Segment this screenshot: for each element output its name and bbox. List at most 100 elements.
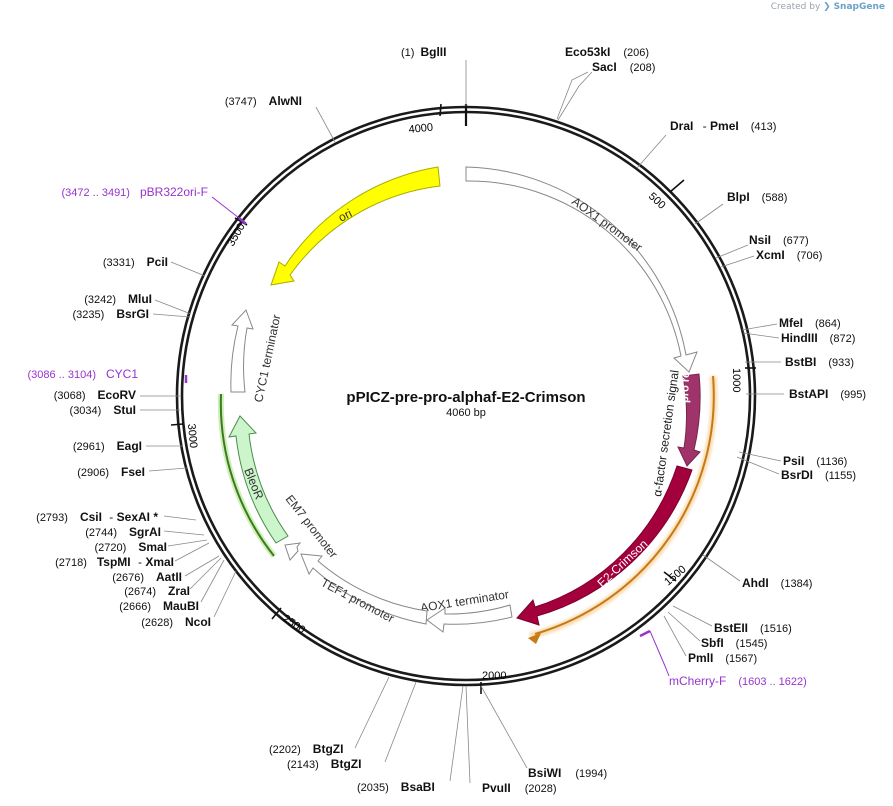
site-label-csii-sexai[interactable]: (2793)CsiI - SexAI * (36, 510, 158, 524)
site-pos: (2202) (269, 744, 301, 756)
site-label-bsiwi[interactable]: BsiWI(1994) (528, 766, 607, 780)
site-pos: (1384) (781, 578, 813, 590)
site-label-pvuii[interactable]: PvuII(2028) (482, 781, 556, 795)
tick-500 (669, 179, 685, 193)
snapgene-credit: Created by ❯ SnapGene (771, 2, 885, 12)
primer-label-mcherry-f[interactable]: mCherry-F(1603 .. 1622) (669, 674, 807, 688)
feature-cyc1-terminator[interactable] (230, 309, 254, 393)
site-enzyme: BsaBI (401, 780, 435, 794)
bleor-orf-line (219, 393, 275, 557)
site-label-stui[interactable]: (3034)StuI (70, 403, 136, 417)
site-label-saci[interactable]: SacI(208) (592, 60, 655, 74)
site-pos: (933) (828, 357, 854, 369)
leader-pmli (663, 615, 687, 657)
site-label-aatii[interactable]: (2676)AatII (112, 570, 182, 584)
site-enzyme: EagI (117, 439, 142, 453)
leader-aatii (184, 555, 220, 577)
feature-pro-region[interactable] (677, 373, 701, 467)
site-enzyme: HindIII (781, 331, 818, 345)
site-enzyme: PsiI (783, 454, 804, 468)
site-label-tspmi-xmai[interactable]: (2718)TspMI - XmaI (55, 555, 174, 569)
site-label-bstapi[interactable]: BstAPI(995) (789, 387, 866, 401)
site-label-nsii[interactable]: NsiI(677) (749, 233, 809, 247)
primer-leader-mcherry (649, 630, 670, 677)
site-pos: (3235) (73, 309, 105, 321)
feature-e2-crimson[interactable] (516, 465, 693, 626)
feature-label-ori: ori (336, 206, 354, 225)
site-enzyme: AhdI (742, 576, 769, 590)
site-pos: (1567) (725, 653, 757, 665)
feature-tef1-promoter[interactable] (300, 553, 428, 625)
site-label-sbfi[interactable]: SbfI(1545) (701, 636, 767, 650)
tick-label-4000: 4000 (408, 121, 434, 135)
site-label-bglii[interactable]: (1)BglII (401, 45, 446, 59)
site-enzyme: PmlI (688, 651, 713, 665)
site-label-eco53ki[interactable]: Eco53kI (206) (565, 45, 649, 59)
site-enzyme: Eco53kI (565, 45, 610, 59)
feature-em7-promoter[interactable] (284, 542, 302, 561)
site-pos: (1136) (816, 456, 847, 468)
primer-label-cyc1[interactable]: (3086 .. 3104)CYC1 (27, 367, 138, 381)
site-label-pcii[interactable]: (3331)PciI (103, 255, 168, 269)
orf-arc-line (534, 375, 715, 635)
site-label-bsrgi[interactable]: (3235)BsrGI (73, 307, 149, 321)
primer-markers (184, 196, 670, 677)
site-label-bsrdi[interactable]: BsrDI(1155) (781, 468, 856, 482)
leader-mlui (154, 299, 192, 315)
site-pos: (1) (401, 47, 414, 59)
site-enzyme: BsrDI (781, 468, 813, 482)
site-label-alwni[interactable]: (3747)AlwNI (225, 94, 302, 108)
site-label-ncoi[interactable]: (2628)NcoI (141, 615, 211, 629)
site-label-xcmi[interactable]: XcmI(706) (756, 248, 822, 262)
site-label-sgrai[interactable]: (2744)SgrAI (85, 525, 161, 539)
site-label-bstbi[interactable]: BstBI(933) (785, 355, 854, 369)
snapgene-logo-icon: ❯ (823, 2, 831, 12)
site-label-drai-pmei[interactable]: DraI - PmeI(413) (670, 119, 776, 133)
site-label-pmli[interactable]: PmlI (1567) (688, 651, 757, 665)
site-label-ahdi[interactable]: AhdI (1384) (742, 576, 812, 590)
site-label-psii[interactable]: PsiI (1136) (783, 454, 847, 468)
primer-pos: (3472 .. 3491) (61, 187, 130, 199)
plasmid-title-group: pPICZ-pre-pro-alphaf-E2-Crimson 4060 bp (346, 389, 585, 419)
site-label-eagi[interactable]: (2961) EagI (73, 439, 142, 453)
site-pos: (2028) (525, 783, 557, 795)
site-labels: (1)BglII Eco53kI (206) SacI(208) DraI - P… (36, 45, 866, 795)
credit-prefix: Created by (770, 2, 821, 12)
feature-label-pro-region: pro re… (679, 361, 692, 404)
site-enzyme-2: SexAI * (117, 510, 159, 524)
leader-drai (636, 134, 667, 169)
site-pos: (206) (623, 47, 649, 59)
feature-ori[interactable] (270, 166, 441, 286)
feature-aox1-promoter[interactable] (465, 166, 698, 373)
site-pos: (208) (630, 62, 656, 74)
feature-bleor[interactable] (228, 415, 289, 544)
site-pos: (2906) (77, 467, 109, 479)
site-label-btgzi[interactable]: (2202)BtgZI (269, 742, 343, 756)
site-enzyme: BlpI (727, 190, 750, 204)
site-pos: (3034) (70, 405, 102, 417)
site-label-hindiii[interactable]: HindIII(872) (781, 331, 855, 345)
leader-bsteii (672, 605, 713, 627)
leader-pcii (170, 261, 206, 277)
site-label-fsei[interactable]: (2906)FseI (77, 465, 145, 479)
site-label-mfei[interactable]: MfeI(864) (779, 316, 841, 330)
site-pos: (3747) (225, 96, 257, 108)
tick-3000 (170, 423, 184, 426)
site-enzyme: ZraI (168, 584, 190, 598)
site-label-bsteii[interactable]: BstEII(1516) (714, 621, 792, 635)
site-label-zrai[interactable]: (2674)ZraI (124, 584, 190, 598)
site-label-smai[interactable]: (2720)SmaI (95, 540, 167, 554)
site-pos: (2961) (73, 441, 105, 453)
tick-1500 (663, 571, 677, 582)
leader-saci (557, 71, 593, 121)
feature-aox1-terminator[interactable] (426, 604, 513, 633)
site-label-blpi[interactable]: BlpI(588) (727, 190, 787, 204)
primer-label-pbr322ori-f[interactable]: (3472 .. 3491)pBR322ori-F (61, 185, 208, 199)
site-label-mlui[interactable]: (3242)MluI (84, 292, 152, 306)
leader-blpi (694, 203, 724, 225)
site-label-maubi[interactable]: (2666)MauBI (119, 599, 199, 613)
site-label-bamhi[interactable]: (2143)BtgZI (287, 757, 361, 771)
site-label-ecorv[interactable]: (3068)EcoRV (54, 388, 136, 402)
site-label-bsabi[interactable]: (2035)BsaBI (357, 780, 435, 794)
tick-2500 (271, 607, 282, 620)
